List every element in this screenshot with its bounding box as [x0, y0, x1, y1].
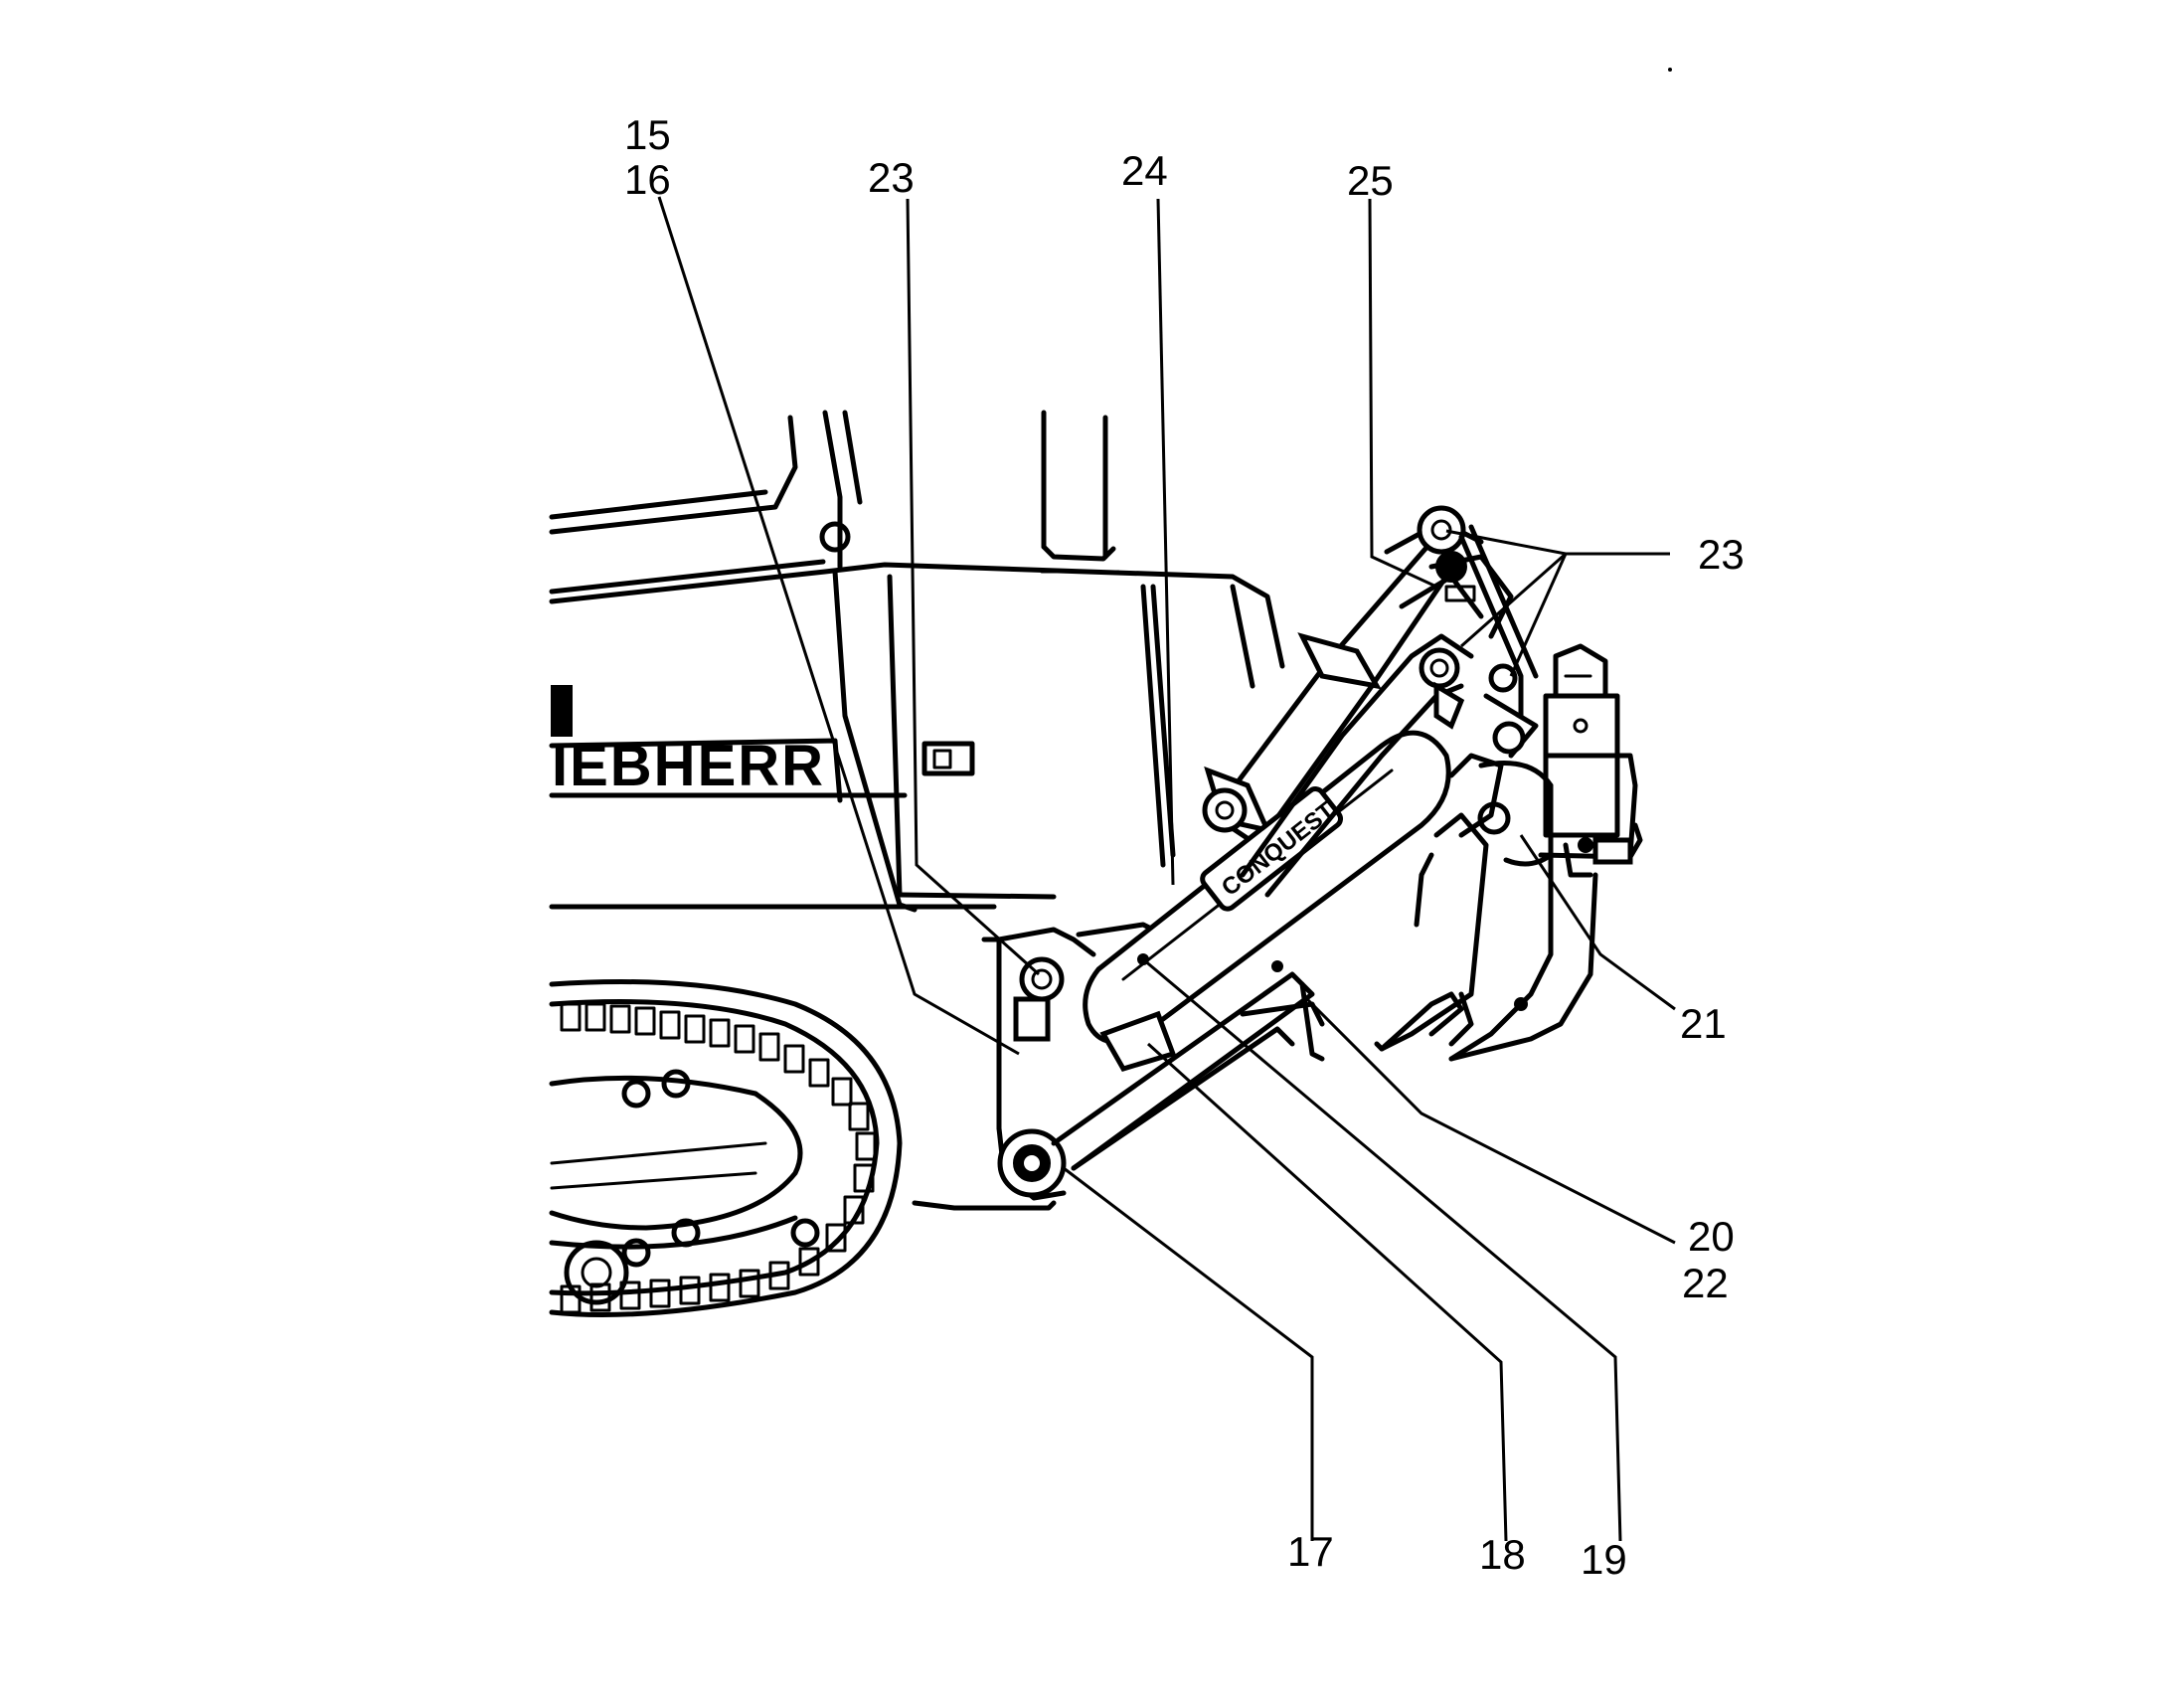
brand-lettering: IEBHERR [552, 734, 825, 798]
label-20: 20 [1688, 1213, 1735, 1260]
ripper-shank [1374, 643, 1643, 1062]
label-21: 21 [1680, 1000, 1727, 1047]
speck-mark [1668, 68, 1672, 72]
label-15: 15 [624, 111, 671, 158]
label-23-right: 23 [1698, 531, 1745, 578]
leader-lines [657, 196, 1676, 1542]
label-17: 17 [1287, 1528, 1334, 1575]
label-16: 16 [624, 156, 671, 203]
track-assembly [549, 979, 903, 1317]
label-25: 25 [1347, 157, 1394, 204]
label-18: 18 [1479, 1531, 1526, 1578]
label-19: 19 [1581, 1536, 1627, 1583]
crawler-body: IEBHERR [549, 410, 1285, 913]
top-linkage [1417, 505, 1539, 759]
label-23-top: 23 [868, 154, 915, 201]
label-22: 22 [1682, 1260, 1729, 1306]
label-24: 24 [1121, 147, 1168, 194]
reference-numerals: 15 16 23 24 25 23 21 20 22 17 18 19 [624, 111, 1745, 1583]
lower-link [1051, 960, 1325, 1171]
